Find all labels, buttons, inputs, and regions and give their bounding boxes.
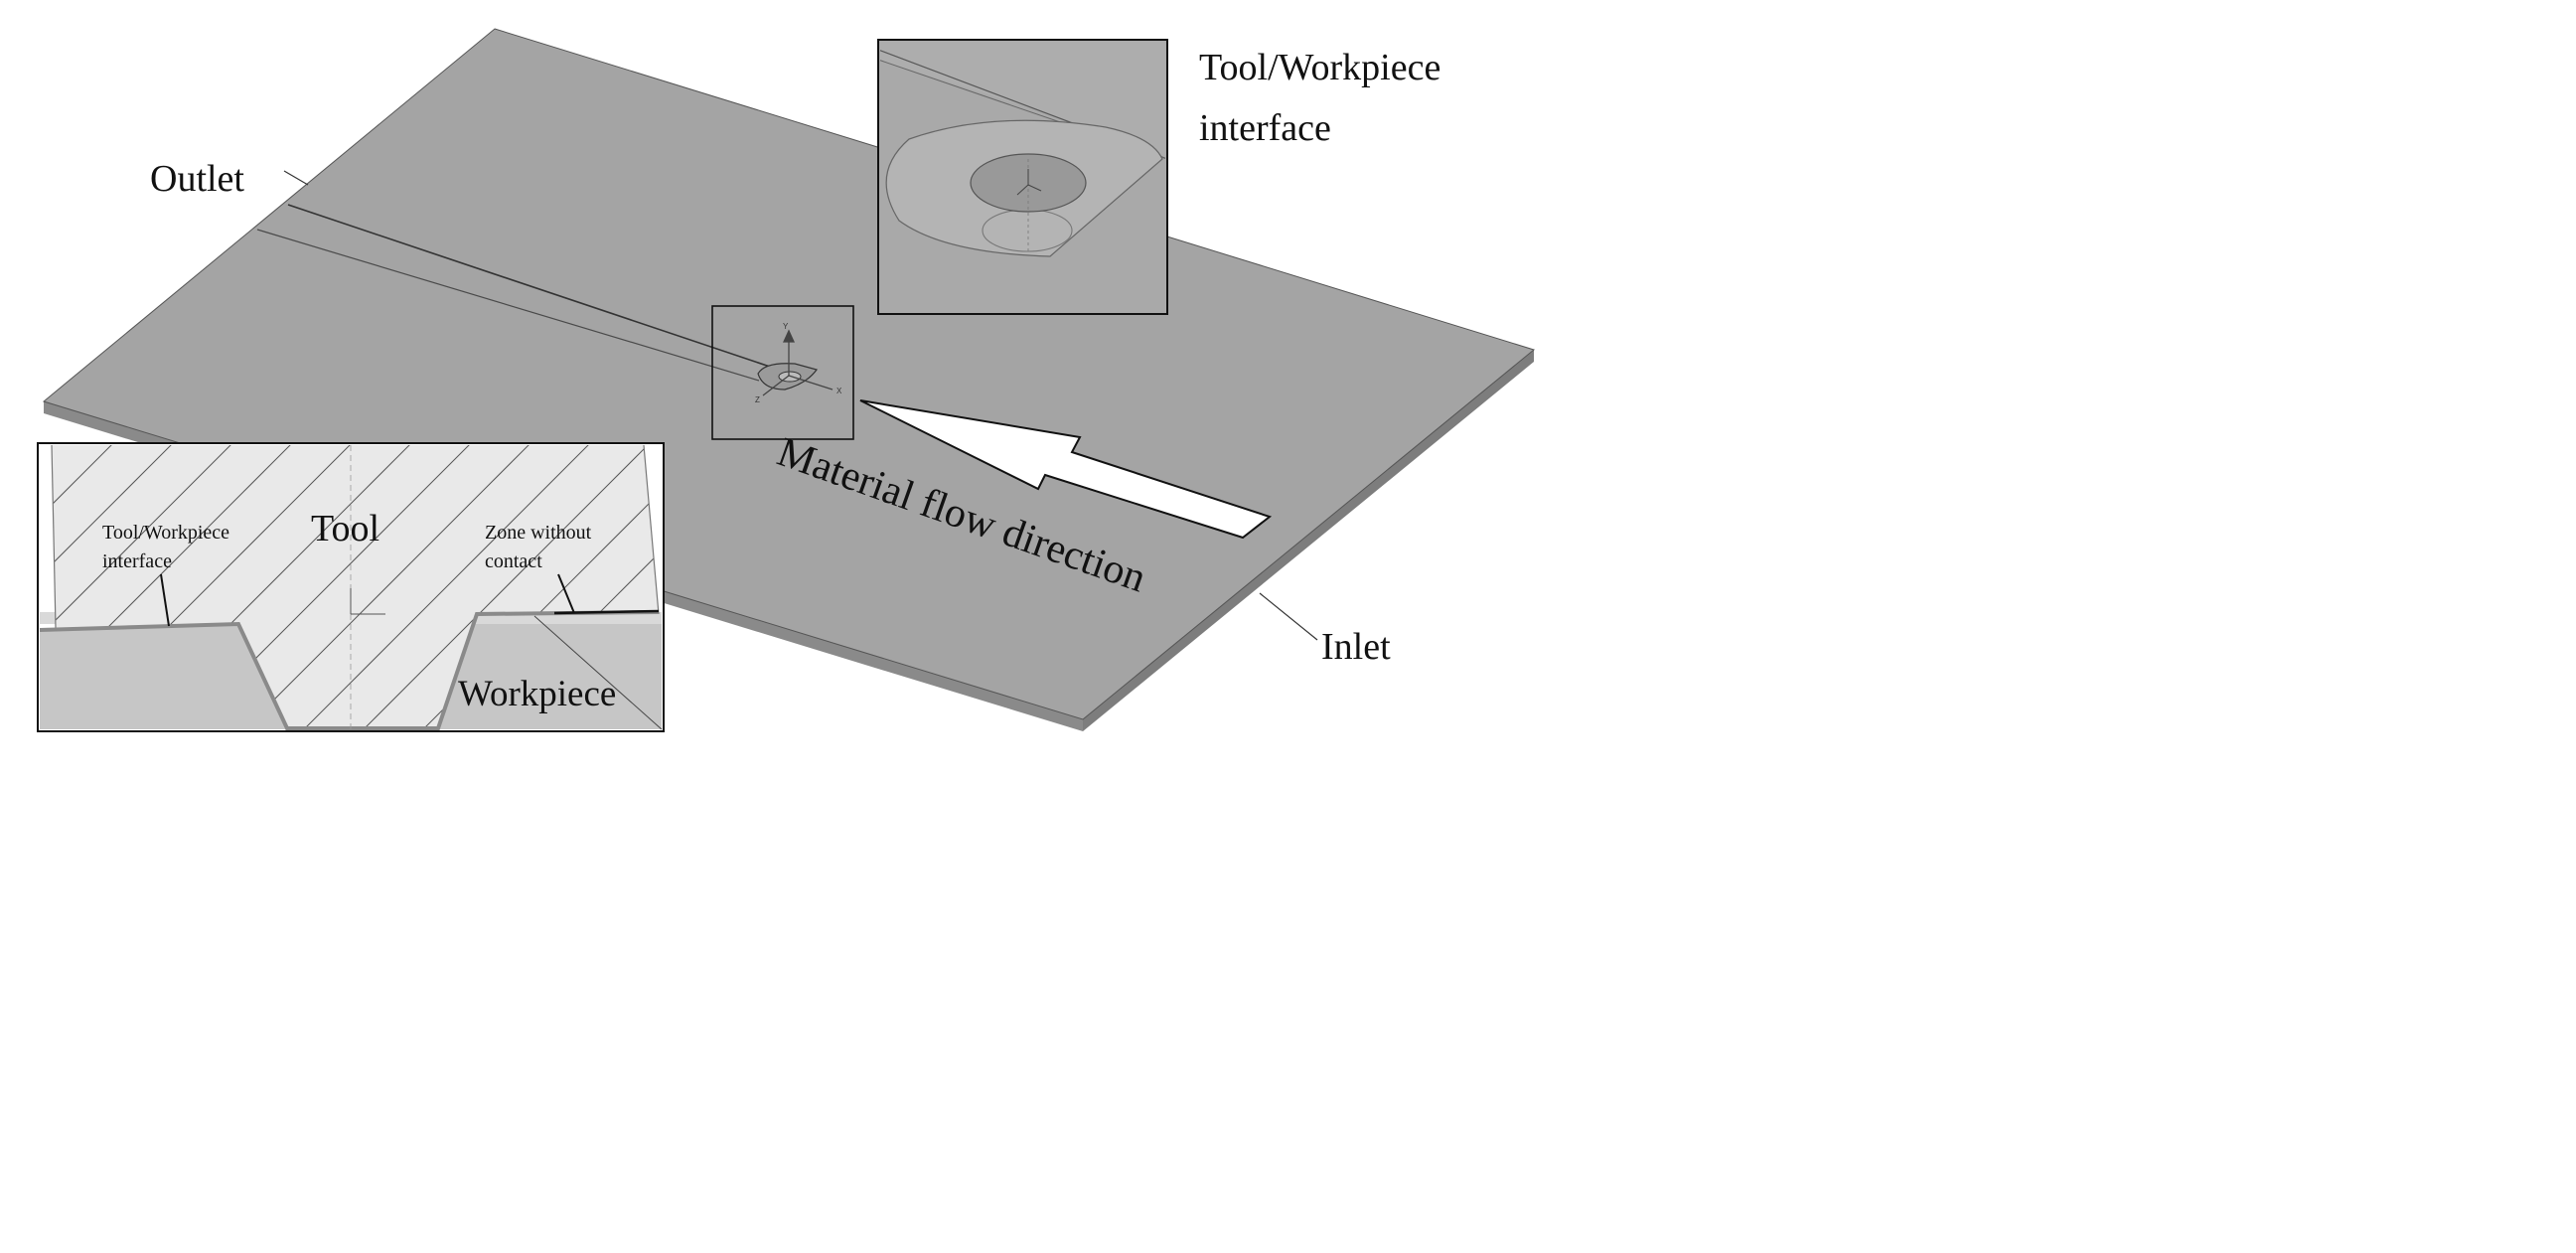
seam-line-lower	[256, 229, 760, 382]
outlet-leader	[283, 170, 309, 186]
zone-label-line1: Zone without	[485, 522, 592, 544]
seam-line-upper	[287, 204, 774, 369]
tool-label: Tool	[311, 508, 379, 549]
axis-y-label: Y	[783, 322, 789, 331]
axis-z-label: Z	[755, 395, 760, 404]
workpiece-label: Workpiece	[458, 674, 616, 714]
interface-title-line1: Tool/Workpiece	[1199, 47, 1440, 88]
section-zone-leader	[557, 573, 575, 614]
section-interface-leader	[160, 573, 170, 627]
zoom-source-box	[711, 305, 854, 440]
zoom-inset	[877, 39, 1168, 315]
axis-triad	[762, 329, 833, 396]
interface-title-line2: interface	[1199, 107, 1331, 149]
zone-label-line2: contact	[485, 550, 542, 572]
contact-boundary	[39, 610, 660, 730]
tool-region	[52, 445, 659, 728]
section-interface-label-line1: Tool/Workpiece	[102, 522, 229, 544]
section-inset	[37, 442, 665, 732]
section-interface-label-line2: interface	[102, 550, 172, 572]
diagram-canvas: Y X Z	[37, 28, 1536, 732]
plate-side-right	[1083, 350, 1534, 731]
inlet-label: Inlet	[1321, 626, 1391, 668]
outlet-label: Outlet	[150, 158, 244, 200]
inlet-leader	[1259, 592, 1318, 641]
axis-x-label: X	[836, 387, 842, 395]
flow-direction-arrow	[859, 399, 1273, 540]
no-contact-line	[553, 609, 660, 615]
